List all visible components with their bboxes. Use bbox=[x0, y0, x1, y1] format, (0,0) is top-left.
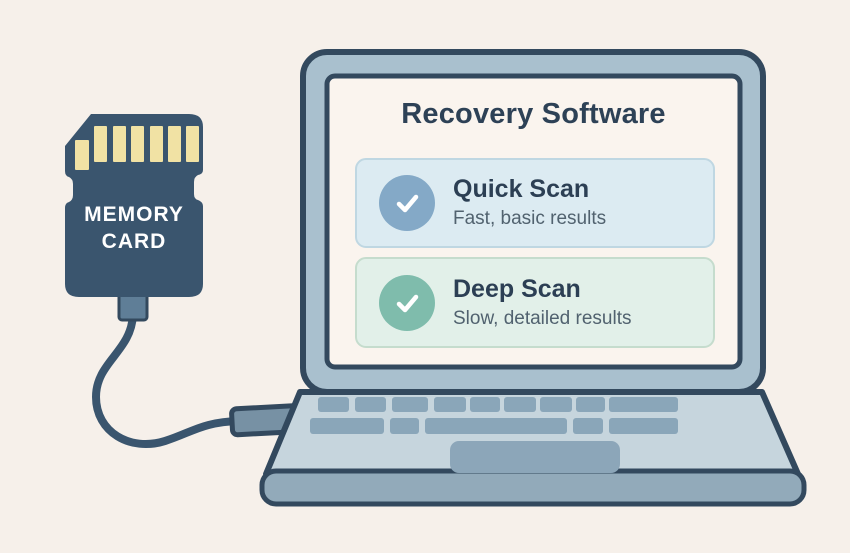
memory-card-connector bbox=[117, 291, 149, 322]
deep-scan-option[interactable]: Deep Scan Slow, detailed results bbox=[355, 257, 715, 348]
trackpad bbox=[450, 441, 620, 473]
connection-cable bbox=[91, 311, 244, 449]
check-icon bbox=[379, 274, 435, 331]
scan-option-description: Slow, detailed results bbox=[453, 307, 632, 329]
keyboard-row bbox=[310, 418, 678, 434]
memory-card-pins bbox=[75, 126, 199, 170]
scan-option-description: Fast, basic results bbox=[453, 208, 607, 229]
quick-scan-option[interactable]: Quick Scan Fast, basic results bbox=[355, 158, 715, 248]
memory-card-label: MEMORY CARD bbox=[84, 203, 184, 253]
keyboard-row bbox=[318, 397, 678, 412]
laptop-base-edge bbox=[259, 468, 807, 507]
scan-option-name: Deep Scan bbox=[453, 274, 581, 303]
scan-option-name: Quick Scan bbox=[453, 175, 590, 203]
screen-title: Recovery Software bbox=[401, 98, 666, 130]
check-icon bbox=[379, 175, 435, 231]
